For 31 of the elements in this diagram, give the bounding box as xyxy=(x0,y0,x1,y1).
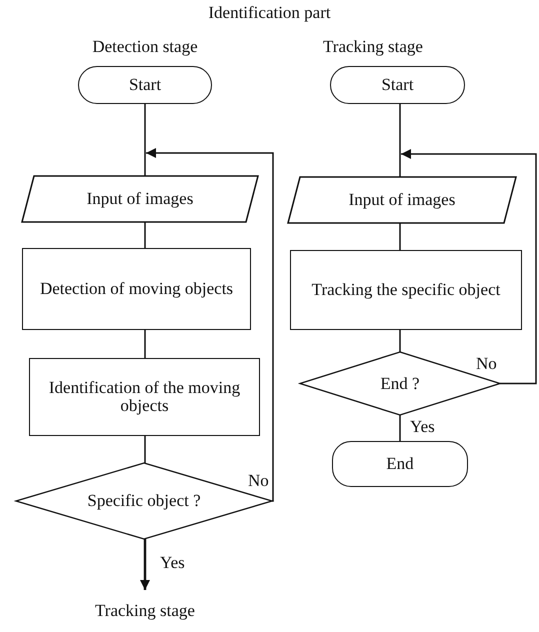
process-box xyxy=(29,358,260,436)
process-box xyxy=(22,248,251,330)
edge-label: No xyxy=(476,354,497,374)
node-label: Start xyxy=(128,76,162,94)
decision-diamond xyxy=(16,463,272,539)
edge-label: No xyxy=(248,471,269,491)
node-label: Tracking the specific object xyxy=(310,281,502,299)
column-heading: Tracking stage xyxy=(322,37,424,57)
node-label: Tracking stage xyxy=(94,602,196,620)
decision-diamond xyxy=(300,352,500,415)
node-label: End xyxy=(385,455,415,473)
column-heading: Detection stage xyxy=(91,37,199,57)
node-label: Input of images xyxy=(348,191,456,209)
edge-label: Yes xyxy=(160,553,185,573)
node-label: Identification of the moving objects xyxy=(48,379,242,415)
terminal-box xyxy=(78,66,212,104)
edge-label: Yes xyxy=(410,417,435,437)
node-label: Start xyxy=(380,76,415,94)
process-box xyxy=(290,250,522,330)
input-parallelogram xyxy=(288,177,516,223)
diagram-title: Identification part xyxy=(207,3,332,23)
connector-arrow xyxy=(146,148,274,502)
node-label: Input of images xyxy=(86,190,194,208)
node-label: End ? xyxy=(379,374,421,392)
input-parallelogram xyxy=(22,176,258,222)
node-label: Detection of moving objects xyxy=(38,280,234,298)
terminal-box xyxy=(332,441,468,487)
connector-arrow xyxy=(401,149,537,384)
node-label: Specific object ? xyxy=(86,492,202,510)
connector-arrow xyxy=(140,539,150,590)
terminal-box xyxy=(330,66,465,104)
